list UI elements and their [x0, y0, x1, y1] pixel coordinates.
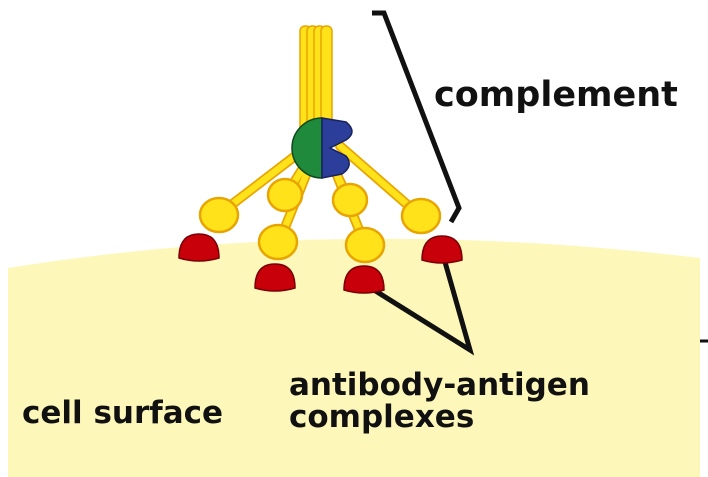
- antibody-antigen-complexes-label: antibody-antigen complexes: [289, 370, 590, 434]
- complement-label: complement: [434, 78, 678, 113]
- cell-surface-label: cell surface: [22, 398, 223, 429]
- complexes-label-line1: antibody-antigen: [289, 370, 590, 402]
- complexes-label-line2: complexes: [289, 402, 590, 434]
